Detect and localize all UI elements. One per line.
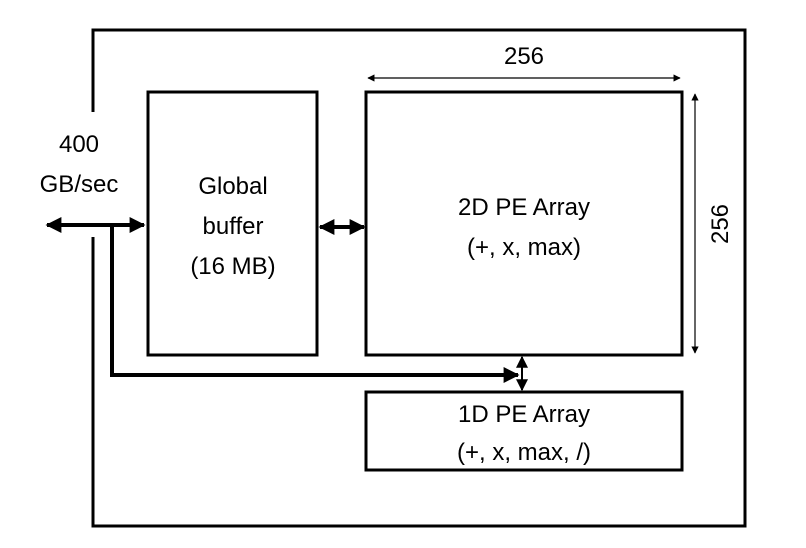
pe-array-1d-box [364,390,684,472]
pe-array-2d-title: 2D PE Array [458,194,590,221]
pe-array-2d-box [364,90,684,357]
pe-array-height-label: 256 [707,204,734,244]
global-buffer-box [146,90,319,357]
bandwidth-value: 400 [59,131,99,158]
external-to-pe-path [110,225,520,383]
bandwidth-unit: GB/sec [40,171,119,198]
chip-boundary [91,28,747,528]
global-buffer-size: (16 MB) [190,253,275,280]
global-buffer-label-1: Global [198,173,267,200]
pe-array-width-label: 256 [504,43,544,70]
pe-array-2d-ops: (+, x, max) [467,234,581,261]
pe-array-1d-title: 1D PE Array [458,401,590,428]
pe-array-1d-ops: (+, x, max, /) [457,439,591,466]
global-buffer-label-2: buffer [203,213,264,240]
